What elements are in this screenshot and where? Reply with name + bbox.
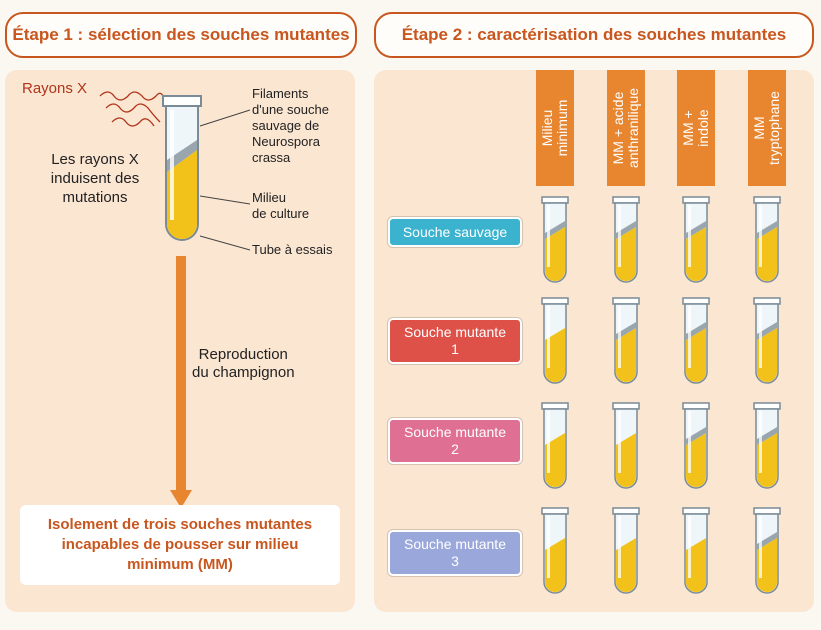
culture-tube <box>542 508 568 593</box>
culture-tube <box>613 298 639 383</box>
culture-tube <box>754 508 780 593</box>
culture-tube <box>754 403 780 488</box>
culture-tube <box>754 197 780 282</box>
culture-tube <box>683 298 709 383</box>
culture-tube <box>613 197 639 282</box>
culture-tube <box>683 197 709 282</box>
culture-tube <box>683 403 709 488</box>
culture-tube <box>754 298 780 383</box>
culture-tube <box>613 508 639 593</box>
culture-tube <box>542 197 568 282</box>
culture-tube <box>613 403 639 488</box>
culture-tube <box>683 508 709 593</box>
culture-tube <box>542 298 568 383</box>
culture-tube <box>542 403 568 488</box>
